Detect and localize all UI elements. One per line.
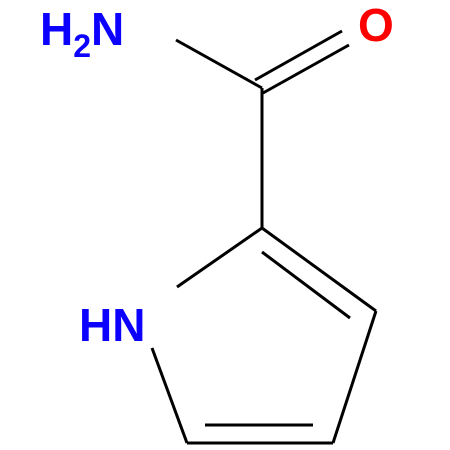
amine-label-subscript: 2 <box>73 28 91 64</box>
bond-ring-c2-n1 <box>176 226 263 289</box>
ring-nitrogen-label: HN <box>79 299 145 351</box>
bond-carbonyl-oxygen-inner <box>262 43 350 95</box>
amine-label-tail: N <box>91 3 124 55</box>
amine-label-main: H <box>40 3 73 55</box>
carbonyl-oxygen-label: O <box>358 0 394 51</box>
bond-ring-c2-c3-outer <box>261 226 377 313</box>
amine-label: H2N <box>40 3 124 64</box>
bond-carbonyl-oxygen-outer <box>254 29 343 82</box>
bond-ring-c3-c4 <box>331 310 378 444</box>
bonds <box>150 29 378 445</box>
bond-amine-carbonyl <box>175 38 263 90</box>
bond-ring-c5-n1 <box>150 347 189 444</box>
bond-ring-c2-c3-inner <box>261 250 351 320</box>
atom-labels: H2N O HN <box>40 0 394 351</box>
